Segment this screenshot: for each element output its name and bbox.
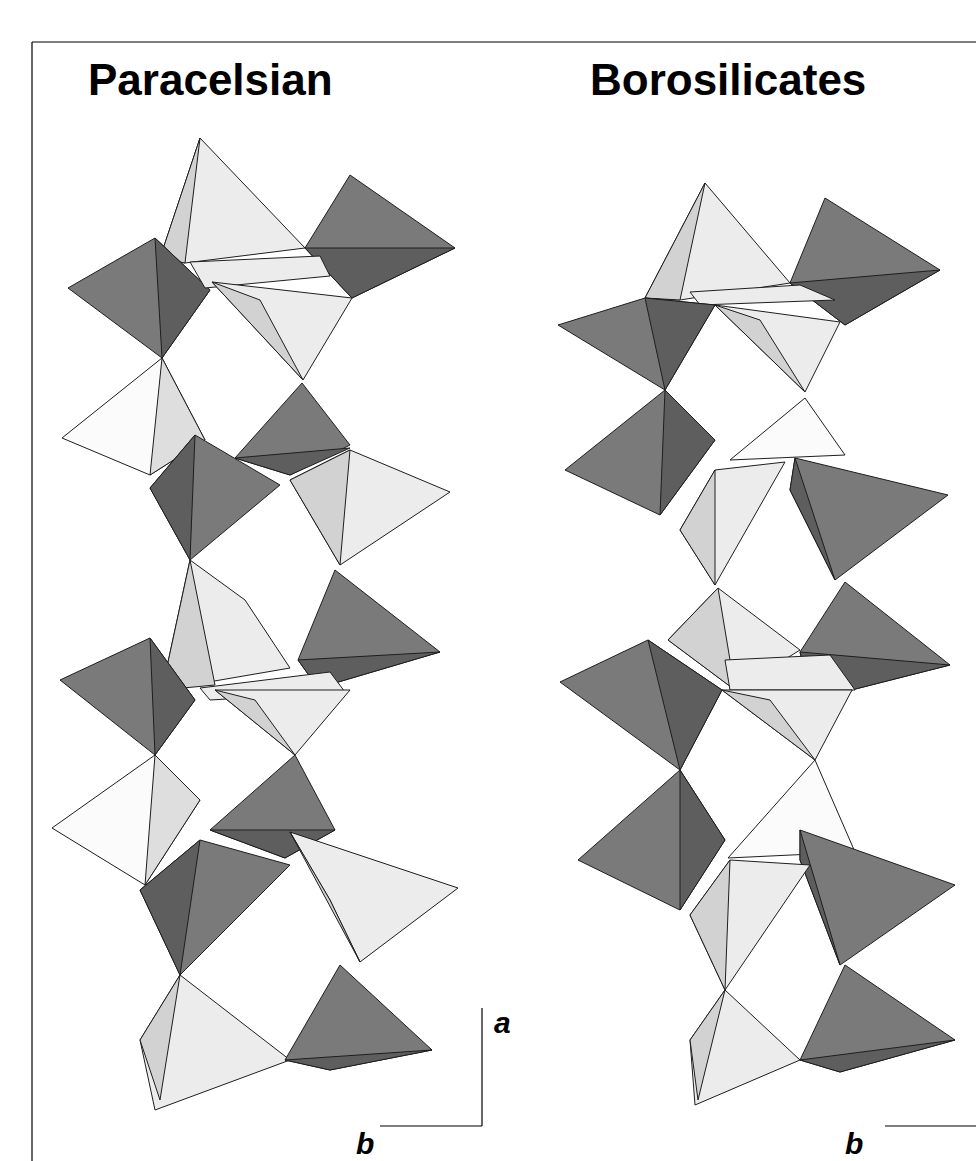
- column-heading: Borosilicates: [590, 58, 866, 102]
- paracelsian-chain: [52, 138, 458, 1110]
- axis-label: a: [494, 1008, 511, 1038]
- axis-label: b: [845, 1129, 863, 1159]
- axis-lines: [380, 1008, 976, 1126]
- column-heading: Paracelsian: [88, 58, 333, 102]
- axis-label: b: [356, 1129, 374, 1159]
- borosilicate-chain: [558, 183, 955, 1105]
- frame: [32, 42, 976, 1161]
